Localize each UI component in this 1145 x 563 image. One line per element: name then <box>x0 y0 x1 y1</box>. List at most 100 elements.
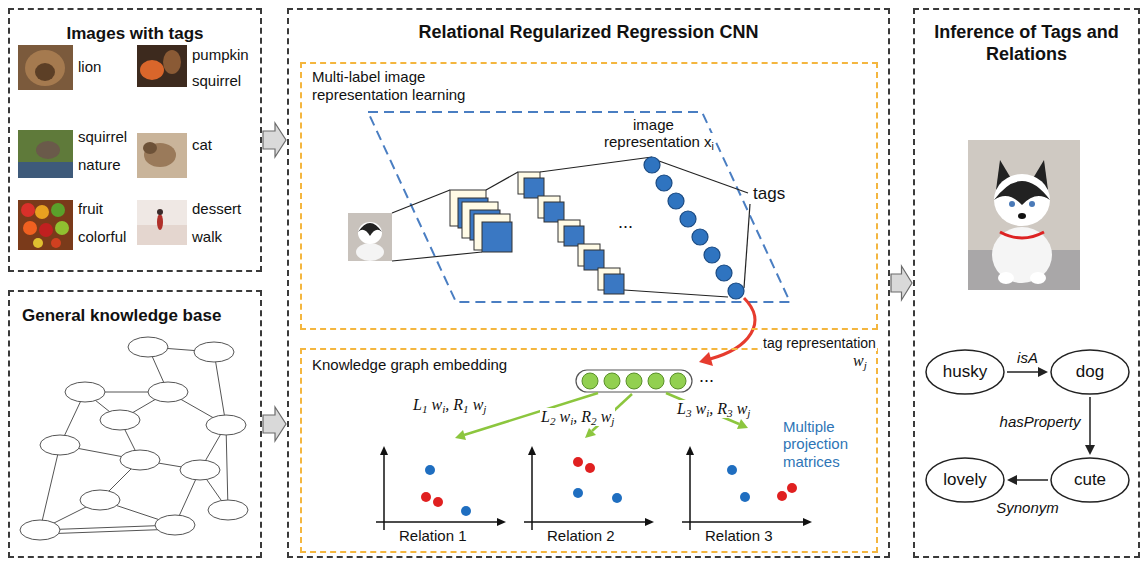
relation-label: Synonym <box>995 499 1060 516</box>
subscript: i <box>442 403 445 415</box>
rect-shape <box>137 45 187 87</box>
puppy-photo <box>968 140 1080 290</box>
ellipse-shape <box>148 382 188 402</box>
ellipse-shape <box>194 342 234 362</box>
output-panel: Inference of Tags and Relations husky dog c… <box>913 8 1140 558</box>
ellipse-shape <box>65 382 105 402</box>
line-shape <box>682 521 806 523</box>
rect-shape <box>348 213 392 261</box>
polygon-shape <box>585 428 596 438</box>
line-shape <box>531 452 533 530</box>
panel-title: Inference of Tags and Relations <box>921 22 1132 65</box>
subscript: j <box>483 403 486 415</box>
circle-shape <box>668 193 684 209</box>
arrow-head <box>1007 475 1017 485</box>
polygon-shape <box>803 518 812 526</box>
path-shape <box>1000 232 1044 238</box>
ellipse-shape <box>36 141 60 159</box>
rect-shape <box>544 202 564 222</box>
ellipse-shape <box>157 214 163 230</box>
ellipse-shape <box>356 243 384 261</box>
axis-caption: Relation 3 <box>704 527 774 544</box>
rect-shape <box>18 45 73 90</box>
ellipse-shape <box>180 460 220 480</box>
rect-shape <box>18 162 73 178</box>
relation-arrow <box>1085 397 1095 455</box>
circle-shape <box>585 463 595 473</box>
ellipse-shape <box>80 490 120 510</box>
g-shape <box>450 172 624 294</box>
ellipse-shape <box>926 458 1004 502</box>
ellipse-shape <box>358 222 382 244</box>
concept-node: lovely <box>925 457 1005 503</box>
annotation: Multiple projection matrices <box>782 418 876 470</box>
circle-shape <box>777 491 787 501</box>
panel-title: General knowledge base <box>22 306 248 326</box>
circle-shape <box>582 373 598 389</box>
ellipse-shape <box>206 415 246 435</box>
rect-shape <box>18 200 73 250</box>
subscript: 2 <box>550 415 556 427</box>
polygon-shape <box>380 446 388 455</box>
circle-shape <box>51 238 61 248</box>
subscript: 1 <box>463 403 469 415</box>
circle-shape <box>680 211 696 227</box>
projection-formula: L3 wi, R3 wj <box>676 400 751 418</box>
line-shape <box>383 452 385 530</box>
module-box: Multi-label image representation learnin… <box>300 62 878 330</box>
circle-shape <box>727 465 737 475</box>
concept-node: cute <box>1050 457 1130 503</box>
circle-shape <box>716 265 732 281</box>
annotation: tags <box>752 184 786 204</box>
rect-shape <box>584 250 604 270</box>
concept-node: dog <box>1050 349 1130 395</box>
block-arrow-shape <box>891 266 912 300</box>
ellipse-shape <box>144 143 176 167</box>
panel-title: Images with tags <box>10 24 260 44</box>
ellipse-shape <box>128 337 168 357</box>
ellipse-shape <box>1030 272 1046 284</box>
rect-shape <box>524 178 544 198</box>
block-arrow-shape <box>263 407 286 441</box>
knowledge-panel: General knowledge base <box>8 290 262 558</box>
circle-shape <box>656 175 672 191</box>
polygon-shape <box>737 419 748 429</box>
node-label: lovely <box>943 470 986 490</box>
projection-formula: L2 wi, R2 wj <box>540 408 615 426</box>
ellipse-shape <box>998 272 1014 284</box>
rect-shape <box>137 133 187 178</box>
tag-word: squirrel <box>191 72 242 89</box>
line-shape <box>524 521 648 523</box>
node-label: husky <box>943 362 987 382</box>
ellipse-shape <box>25 50 65 86</box>
circle-shape <box>23 221 37 235</box>
ellipse-shape <box>155 515 195 535</box>
line-shape <box>392 190 450 213</box>
ellipse-shape <box>208 500 248 520</box>
ellipse-shape <box>1051 350 1129 394</box>
line-shape <box>376 521 500 523</box>
subscript: 3 <box>686 407 692 419</box>
circle-shape <box>604 373 620 389</box>
circle-shape <box>740 492 750 502</box>
circle-shape <box>692 229 708 245</box>
tag-word: nature <box>77 156 122 173</box>
rect-shape <box>564 226 584 246</box>
subscript: j <box>864 359 867 371</box>
circle-shape <box>39 223 53 237</box>
tag-word: lion <box>77 58 102 75</box>
subscript: j <box>747 407 750 419</box>
rect-shape <box>137 225 187 245</box>
circle-shape <box>55 221 69 235</box>
path-shape <box>358 223 382 236</box>
subscript: 1 <box>422 403 428 415</box>
g-shape <box>380 446 812 526</box>
relation-line <box>1089 397 1091 446</box>
ellipse-shape <box>20 520 60 540</box>
circle-shape <box>612 493 622 503</box>
polygon-shape <box>368 112 790 302</box>
line-shape <box>689 452 691 530</box>
circle-shape <box>728 283 744 299</box>
tag-word: dessert <box>191 200 242 217</box>
